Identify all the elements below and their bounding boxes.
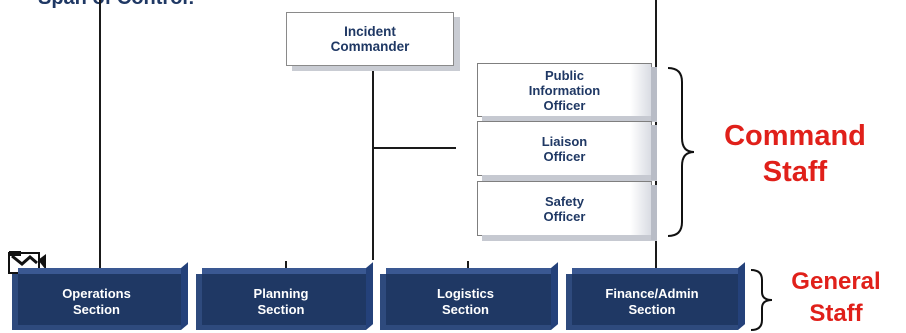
general-staff-brace (750, 269, 773, 331)
connector-staff-branch (372, 147, 456, 149)
finance-admin-section-box: Finance/Admin Section (566, 268, 745, 330)
slide-title: Span of Control: (38, 0, 195, 10)
liaison-officer-box: Liaison Officer (477, 121, 657, 181)
general-staff-label: General Staff (791, 268, 881, 327)
public-information-officer-box: Public Information Officer (477, 63, 657, 122)
section-label-logistics: Logistics Section (436, 286, 495, 317)
section-label-operations: Operations Section (62, 286, 131, 317)
connector-commander-down (372, 69, 374, 260)
staff-label-pio: Public Information Officer (528, 67, 601, 113)
operations-section-box: Operations Section (12, 268, 188, 330)
section-label-finance: Finance/Admin Section (605, 286, 699, 317)
section-label-planning: Planning Section (253, 286, 309, 317)
logistics-section-box: Logistics Section (380, 268, 558, 330)
command-staff-label: Command Staff (724, 120, 866, 188)
safety-officer-box: Safety Officer (477, 181, 657, 241)
staff-label-liaison: Liaison Officer (541, 133, 588, 164)
connector-line-left (99, 0, 101, 276)
planning-section-box: Planning Section (196, 268, 373, 330)
staff-label-safety: Safety Officer (543, 193, 586, 224)
command-staff-brace (667, 67, 695, 237)
incident-commander-label: Incident Commander (330, 24, 410, 54)
incident-commander-box: Incident Commander (286, 12, 454, 66)
